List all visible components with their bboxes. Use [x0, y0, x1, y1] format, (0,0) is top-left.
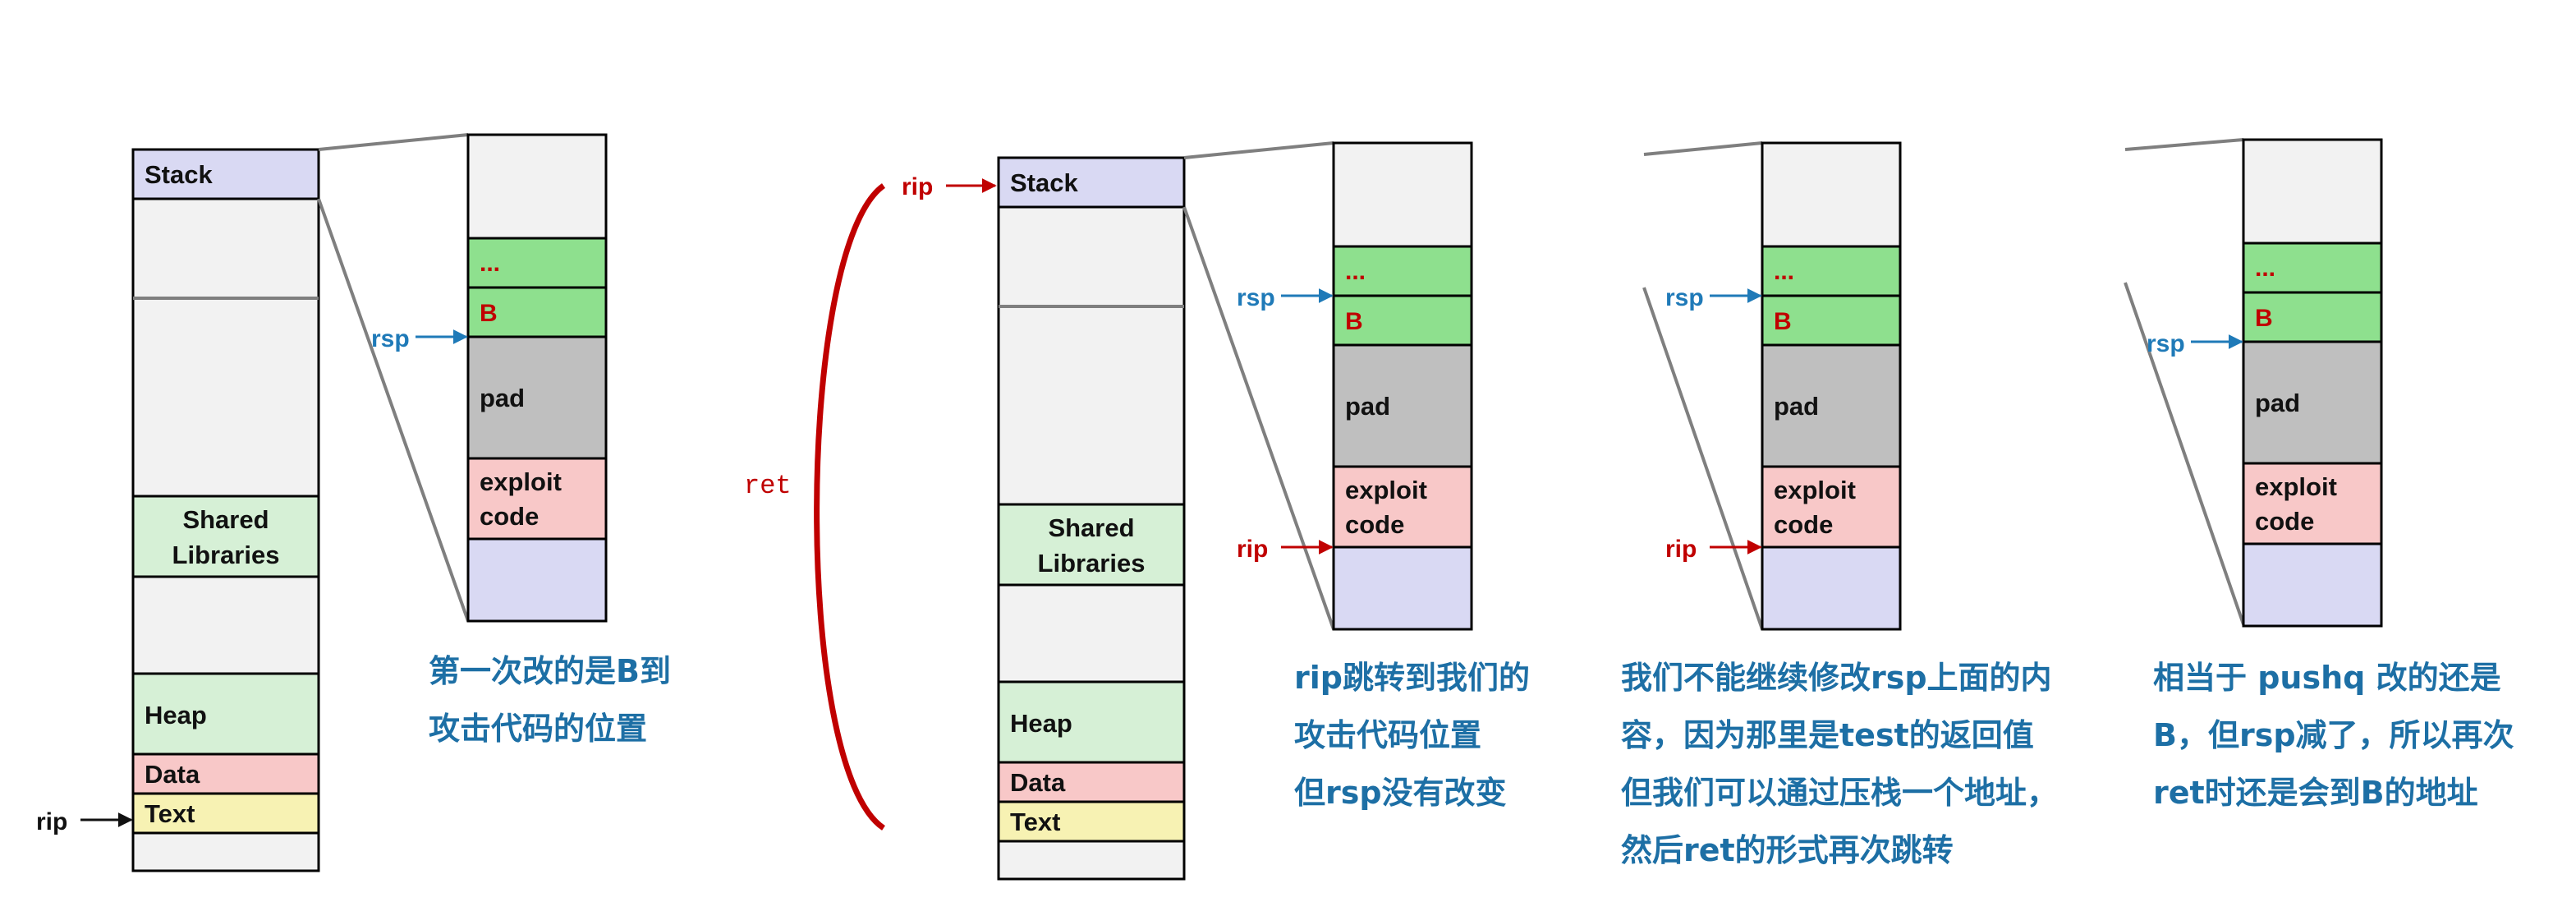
frame-top: [466, 133, 608, 240]
memory-map-panel1: Stack Shared Libraries Heap Data Text ri…: [36, 148, 320, 872]
frame-dots-2: ...: [1345, 258, 1366, 285]
ret-label: ret: [744, 471, 792, 501]
heap-label: Heap: [145, 701, 207, 729]
shared-label-line1-2: Shared: [1048, 513, 1134, 542]
shared-libraries-segment: [131, 495, 320, 578]
stack-segment-2: [997, 156, 1186, 209]
note-panel2: rip跳转到我们的 攻击代码位置 但rsp没有改变: [1294, 660, 1530, 811]
data-segment-2: [997, 761, 1186, 803]
text-label-2: Text: [1010, 808, 1060, 836]
text-segment: [131, 792, 320, 835]
zoom-line-bottom-3: [1642, 287, 1764, 630]
frame-bottom-cell: [466, 537, 608, 623]
shared-label-line1: Shared: [182, 505, 269, 534]
text-label: Text: [145, 799, 195, 828]
frame-dots-4: ...: [2255, 255, 2275, 282]
frame-pad-label-4: pad: [2255, 389, 2300, 417]
note-panel4: 相当于 pushq 改的还是 B，但rsp减了，所以再次 ret时还是会到B的地…: [2153, 660, 2514, 811]
rip-label-panel2b: rip: [1237, 536, 1268, 563]
frame-top-3: [1761, 141, 1902, 248]
frame-pad-label-2: pad: [1345, 392, 1390, 421]
data-label: Data: [145, 760, 200, 789]
unused-region: [131, 197, 320, 498]
rip-label-panel3: rip: [1665, 536, 1697, 563]
frame-dots-cell-3: [1761, 245, 1902, 297]
unused-region-2: [131, 575, 320, 675]
frame-exploit-line1-3: exploit: [1774, 476, 1856, 504]
rip-label: rip: [36, 808, 67, 835]
frame-exploit-cell-2: [1332, 465, 1473, 549]
frame-top-2: [1332, 141, 1473, 248]
zoom-line-top: [318, 133, 469, 151]
stack-label: Stack: [145, 160, 213, 189]
zoom-line-top-2: [1183, 141, 1334, 159]
zoom-line-top-4: [2124, 138, 2244, 151]
frame-exploit-line2-4: code: [2255, 507, 2314, 536]
frame-pad-cell-3: [1761, 343, 1902, 468]
rsp-label-panel3: rsp: [1665, 284, 1704, 311]
frame-exploit-line2: code: [480, 502, 539, 531]
frame-dots-cell-4: [2242, 242, 2383, 294]
unused-region-2b: [997, 583, 1186, 683]
heap-segment-2: [997, 680, 1186, 764]
zoom-line-bottom: [317, 198, 470, 622]
frame-pad-cell: [466, 335, 608, 460]
bottom-region: [131, 831, 320, 872]
frame-b-label-4: B: [2255, 305, 2273, 332]
rsp-label-panel4: rsp: [2147, 330, 2185, 357]
frame-bottom-cell-2: [1332, 545, 1473, 631]
shared-libraries-segment-2: [997, 503, 1186, 587]
heap-segment: [131, 672, 320, 756]
shared-label-line2-2: Libraries: [1038, 549, 1146, 578]
frame-exploit-line2-3: code: [1774, 510, 1833, 539]
frame-bottom-cell-4: [2242, 542, 2383, 628]
memory-map-panel2: Stack Shared Libraries Heap Data Text: [997, 156, 1186, 881]
stack-frame-panel2: ... B pad exploit code: [1332, 141, 1473, 631]
frame-exploit-line1-4: exploit: [2255, 472, 2337, 501]
unused-region-2a: [997, 205, 1186, 506]
shared-label-line2: Libraries: [172, 541, 280, 569]
frame-dots-3: ...: [1774, 258, 1794, 285]
frame-bottom-cell-3: [1761, 545, 1902, 631]
rip-label-panel2: rip: [902, 173, 933, 200]
frame-b-label: B: [480, 300, 498, 327]
stack-frame-panel1: ... B pad exploit code: [466, 133, 608, 623]
bottom-region-2: [997, 840, 1186, 881]
zoom-line-bottom-2: [1182, 206, 1335, 630]
frame-b-cell-2: [1332, 294, 1473, 347]
note-panel3: 我们不能继续修改rsp上面的内 容，因为那里是test的返回值 但我们可以通过压…: [1621, 660, 2059, 868]
frame-b-label-2: B: [1345, 308, 1363, 335]
stack-segment: [131, 148, 320, 200]
frame-b-cell: [466, 286, 608, 338]
zoom-line-bottom-4: [2124, 282, 2245, 625]
stack-frame-panel3: ... B pad exploit code: [1761, 141, 1902, 631]
frame-exploit-line1: exploit: [480, 467, 562, 496]
rsp-label-panel2: rsp: [1237, 284, 1275, 311]
ret-arc: [814, 183, 886, 831]
frame-pad-label: pad: [480, 384, 525, 412]
frame-exploit-line1-2: exploit: [1345, 476, 1427, 504]
stack-frame-panel4: ... B pad exploit code: [2242, 138, 2383, 628]
frame-dots: ...: [480, 250, 500, 277]
frame-exploit-line2-2: code: [1345, 510, 1404, 539]
note-panel1: 第一次改的是B到 攻击代码的位置: [429, 653, 671, 747]
frame-pad-cell-2: [1332, 343, 1473, 468]
frame-top-4: [2242, 138, 2383, 245]
heap-label-2: Heap: [1010, 709, 1072, 738]
frame-b-label-3: B: [1774, 308, 1792, 335]
frame-b-cell-4: [2242, 291, 2383, 343]
frame-pad-cell-4: [2242, 340, 2383, 465]
zoom-line-top-3: [1643, 141, 1763, 156]
frame-pad-label-3: pad: [1774, 392, 1819, 421]
stack-label-2: Stack: [1010, 168, 1078, 197]
data-label-2: Data: [1010, 768, 1066, 797]
rsp-label-panel1: rsp: [371, 325, 410, 352]
frame-exploit-cell-4: [2242, 462, 2383, 545]
